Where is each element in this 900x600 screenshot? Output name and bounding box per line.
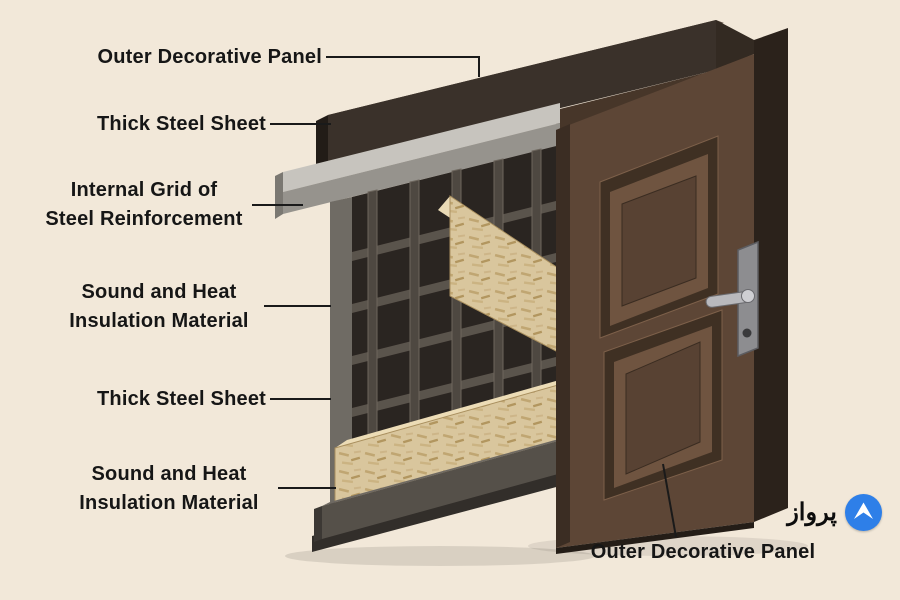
brand-logo: پرواز bbox=[787, 492, 882, 532]
label-thick-steel-sheet-top: Thick Steel Sheet bbox=[96, 113, 266, 135]
outer-decorative-panel-top bbox=[316, 20, 754, 171]
thick-steel-beam bbox=[314, 437, 566, 542]
label-internal-grid: Internal Grid of Steel Reinforcement bbox=[45, 179, 243, 230]
label-thick-steel-sheet-lower: Thick Steel Sheet bbox=[96, 388, 266, 410]
label-outer-decorative-panel-top: Outer Decorative Panel bbox=[97, 46, 322, 68]
leader-outer-bottom bbox=[662, 463, 677, 538]
label-outer-decorative-panel-bottom: Outer Decorative Panel bbox=[590, 541, 816, 563]
leader-outer-top bbox=[326, 56, 480, 77]
brand-name: پرواز bbox=[787, 498, 837, 526]
thick-steel-sheet-ledge bbox=[275, 103, 560, 219]
keyhole bbox=[742, 328, 752, 338]
door-raised-panel-lower bbox=[603, 309, 723, 501]
door-handle bbox=[705, 240, 759, 358]
label-insulation-lower: Sound and Heat Insulation Material bbox=[79, 463, 259, 514]
label-insulation-upper: Sound and Heat Insulation Material bbox=[69, 281, 249, 332]
logo-circle bbox=[845, 493, 882, 531]
door-edge-stile bbox=[754, 28, 788, 522]
bird-swoosh-icon bbox=[854, 502, 873, 519]
leader-lines bbox=[252, 56, 677, 538]
ground-shadow-left bbox=[285, 546, 595, 566]
door-raised-panel-upper bbox=[599, 135, 719, 339]
door-leaf bbox=[556, 28, 788, 554]
